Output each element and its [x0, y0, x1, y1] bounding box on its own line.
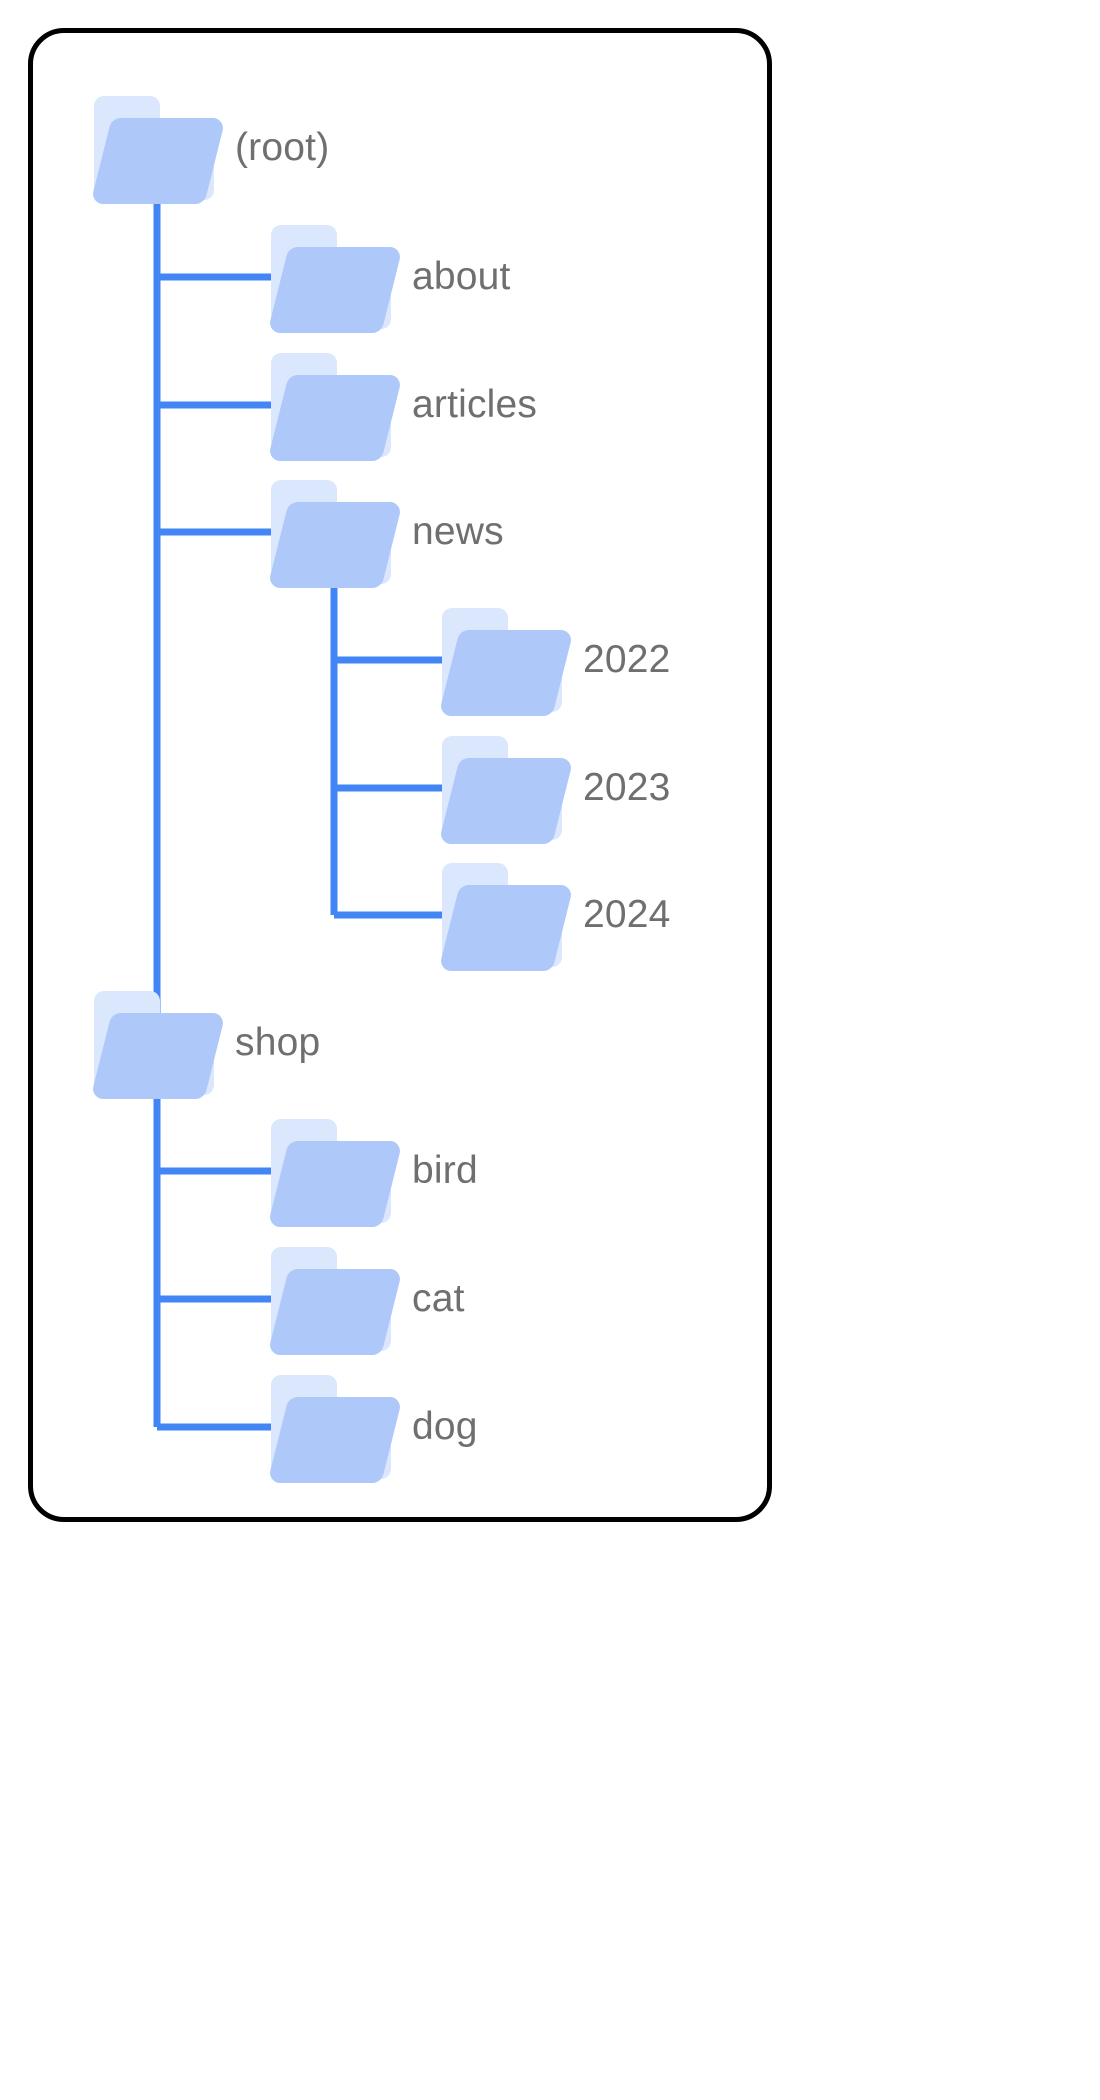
diagram-card	[28, 28, 772, 1522]
tree-node-label-dog[interactable]: dog	[412, 1405, 478, 1448]
tree-node-label-shop[interactable]: shop	[235, 1021, 321, 1064]
tree-node-label-bird[interactable]: bird	[412, 1149, 478, 1192]
tree-connector-lines	[153, 200, 450, 1431]
folder-icon[interactable]	[93, 991, 223, 1099]
tree-node-label-cat[interactable]: cat	[412, 1277, 465, 1320]
folder-icon[interactable]	[270, 353, 400, 461]
folder-icon[interactable]	[270, 1119, 400, 1227]
tree-node-label-articles[interactable]: articles	[412, 383, 538, 426]
folder-icon[interactable]	[441, 736, 571, 844]
tree-node-label-2023[interactable]: 2023	[583, 766, 671, 809]
tree-node-label-news[interactable]: news	[412, 510, 504, 553]
tree-node-label-about[interactable]: about	[412, 255, 511, 298]
tree-node-label-2024[interactable]: 2024	[583, 893, 671, 936]
tree-node-label-root[interactable]: (root)	[235, 126, 330, 169]
folder-icon[interactable]	[270, 225, 400, 333]
folder-icon[interactable]	[270, 1247, 400, 1355]
folder-icon[interactable]	[270, 480, 400, 588]
folder-icon[interactable]	[441, 608, 571, 716]
folder-icon[interactable]	[93, 96, 223, 204]
tree-node-label-2022[interactable]: 2022	[583, 638, 671, 681]
folder-icon[interactable]	[441, 863, 571, 971]
folder-icon[interactable]	[270, 1375, 400, 1483]
